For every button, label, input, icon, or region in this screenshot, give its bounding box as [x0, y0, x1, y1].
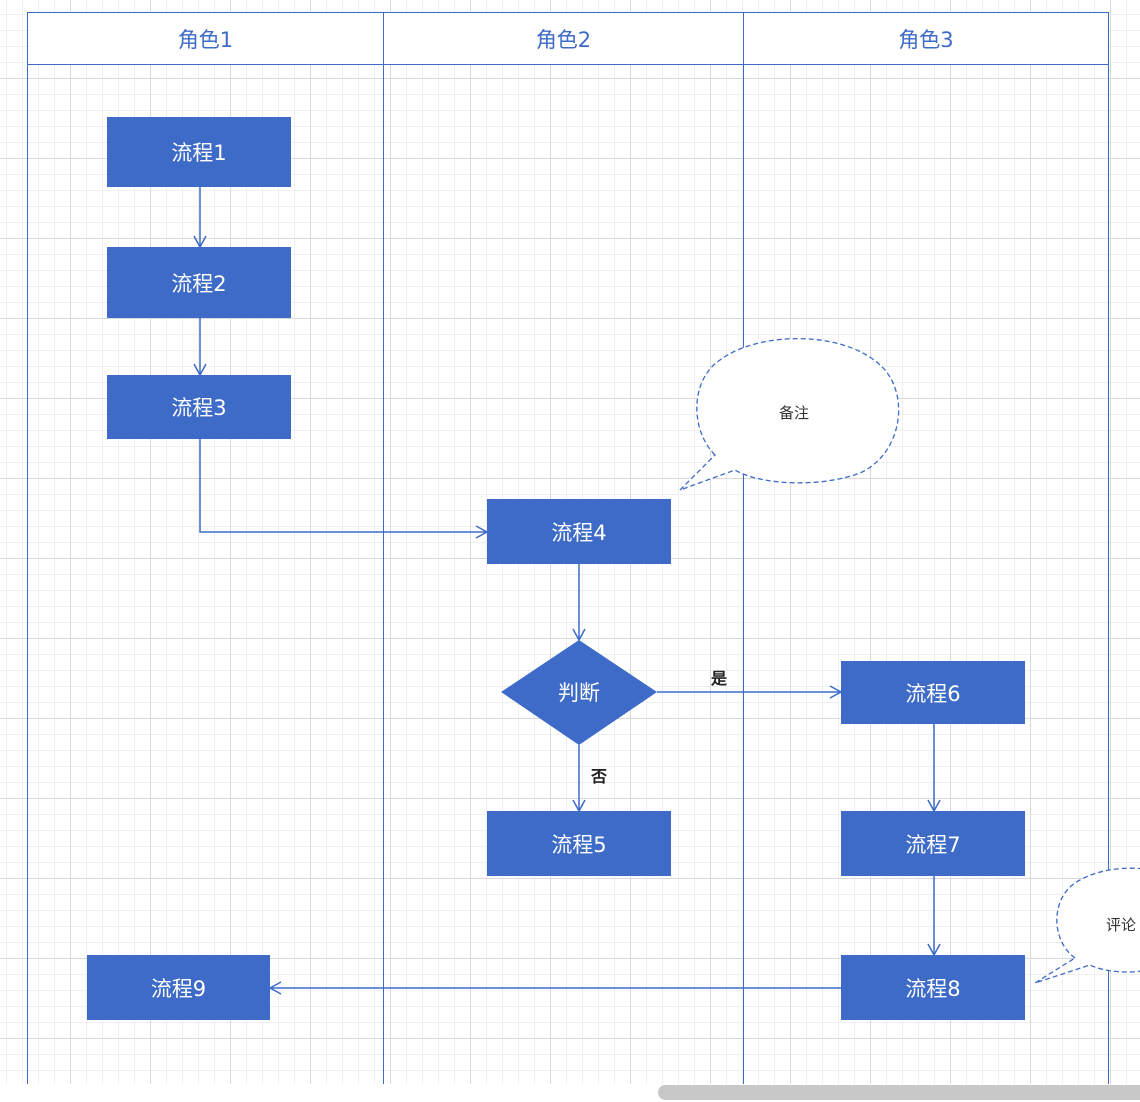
process-9-label: 流程9: [150, 976, 207, 1001]
process-7[interactable]: 流程7: [841, 811, 1025, 876]
process-7-label: 流程7: [905, 832, 961, 857]
process-6[interactable]: 流程6: [841, 661, 1025, 724]
process-9[interactable]: 流程9: [87, 955, 270, 1020]
lane-header-role-2[interactable]: 角色2: [384, 13, 743, 65]
swimlane-pool: 角色1 角色2 角色3: [27, 12, 1109, 1085]
edge-label-yes: 是: [711, 669, 728, 688]
process-1-label: 流程1: [171, 141, 227, 165]
process-5-label: 流程5: [551, 832, 607, 857]
callout-note-text[interactable]: 备注: [779, 404, 810, 422]
process-6-label: 流程6: [905, 681, 961, 706]
lane-header-role-3[interactable]: 角色3: [744, 13, 1108, 65]
process-4-label: 流程4: [551, 520, 607, 545]
callout-comment-text[interactable]: 评论: [1106, 916, 1137, 934]
process-3-label: 流程3: [171, 396, 227, 420]
process-5[interactable]: 流程5: [487, 811, 671, 876]
lane-role-1[interactable]: 角色1: [28, 13, 384, 1085]
process-8-label: 流程8: [905, 976, 961, 1001]
process-4[interactable]: 流程4: [487, 499, 671, 564]
lane-role-2[interactable]: 角色2: [384, 13, 744, 1085]
edge-label-no: 否: [591, 767, 608, 786]
horizontal-scrollbar[interactable]: [658, 1085, 1140, 1100]
lane-role-3[interactable]: 角色3: [744, 13, 1108, 1085]
process-3[interactable]: 流程3: [107, 375, 291, 439]
decision-label[interactable]: 判断: [558, 681, 600, 705]
lane-header-role-1[interactable]: 角色1: [28, 13, 383, 65]
process-2[interactable]: 流程2: [107, 247, 291, 318]
process-2-label: 流程2: [171, 271, 227, 296]
process-8[interactable]: 流程8: [841, 955, 1025, 1020]
process-1[interactable]: 流程1: [107, 117, 291, 187]
